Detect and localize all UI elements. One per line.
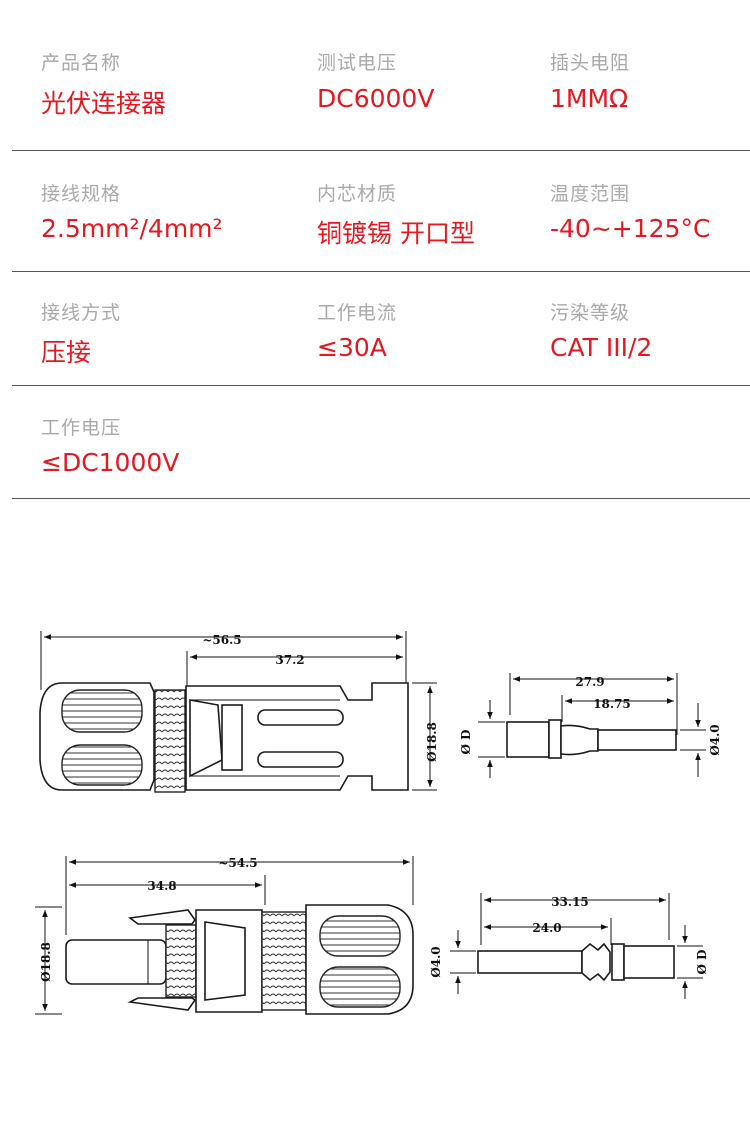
spec-value: CAT III/2 xyxy=(550,333,653,362)
dim-overall-length: ~54.5 xyxy=(218,856,257,870)
dim-body-length: 37.2 xyxy=(275,653,304,667)
spec-row: 接线规格 2.5mm²/4mm² 内芯材质 铜镀锡 开口型 温度范围 -40~+… xyxy=(12,151,750,272)
dim-pin-length: 33.15 xyxy=(551,895,589,909)
spec-label: 温度范围 xyxy=(550,183,631,205)
spec-label: 插头电阻 xyxy=(550,52,631,74)
spec-row: 产品名称 光伏连接器 测试电压 DC6000V 插头电阻 1MMΩ xyxy=(12,0,750,151)
dim-diameter: Ø18.8 xyxy=(39,942,53,982)
dim-body-length: 34.8 xyxy=(147,879,176,893)
dim-overall-length: ~56.5 xyxy=(202,633,241,647)
dim-hole-diameter: Ø D xyxy=(459,729,473,754)
spec-table: 产品名称 光伏连接器 测试电压 DC6000V 插头电阻 1MMΩ 接线规格 2… xyxy=(12,0,750,499)
dim-pin-diameter: Ø4.0 xyxy=(708,724,722,755)
spec-label: 产品名称 xyxy=(41,52,122,74)
spec-label: 接线规格 xyxy=(41,183,122,205)
spec-value: 2.5mm²/4mm² xyxy=(41,214,223,243)
spec-label: 测试电压 xyxy=(317,52,398,74)
dim-hole-diameter: Ø D xyxy=(695,949,709,974)
technical-drawings: ~56.5 37.2 Ø18.8 27.9 18.75 xyxy=(35,631,722,1015)
spec-value: ≤DC1000V xyxy=(41,448,180,477)
dim-pin-partial: 18.75 xyxy=(593,697,631,711)
male-connector-drawing: ~54.5 34.8 Ø18.8 xyxy=(35,856,414,1015)
spec-value: ≤30A xyxy=(317,333,387,362)
spec-label: 污染等级 xyxy=(550,302,631,324)
spec-value: 铜镀锡 开口型 xyxy=(317,219,475,248)
female-connector-drawing: ~56.5 37.2 Ø18.8 xyxy=(39,631,439,793)
spec-row: 接线方式 压接 工作电流 ≤30A 污染等级 CAT III/2 xyxy=(12,272,750,386)
spec-label: 内芯材质 xyxy=(317,183,398,205)
dim-pin-length: 27.9 xyxy=(575,675,604,689)
spec-row: 工作电压 ≤DC1000V xyxy=(12,386,750,499)
female-pin-drawing: 27.9 18.75 Ø D Ø4.0 xyxy=(459,673,722,778)
spec-value: DC6000V xyxy=(317,84,435,113)
spec-label: 接线方式 xyxy=(41,302,122,324)
dim-pin-diameter: Ø4.0 xyxy=(429,946,443,977)
male-pin-drawing: 33.15 24.0 Ø4.0 Ø D xyxy=(429,893,709,999)
dim-pin-partial: 24.0 xyxy=(532,921,561,935)
dim-diameter: Ø18.8 xyxy=(425,722,439,762)
spec-value: -40~+125°C xyxy=(550,214,711,243)
spec-value: 压接 xyxy=(41,338,92,367)
spec-label: 工作电流 xyxy=(317,302,398,324)
spec-value: 光伏连接器 xyxy=(41,89,167,118)
spec-label: 工作电压 xyxy=(41,417,122,439)
spec-value: 1MMΩ xyxy=(550,84,629,113)
